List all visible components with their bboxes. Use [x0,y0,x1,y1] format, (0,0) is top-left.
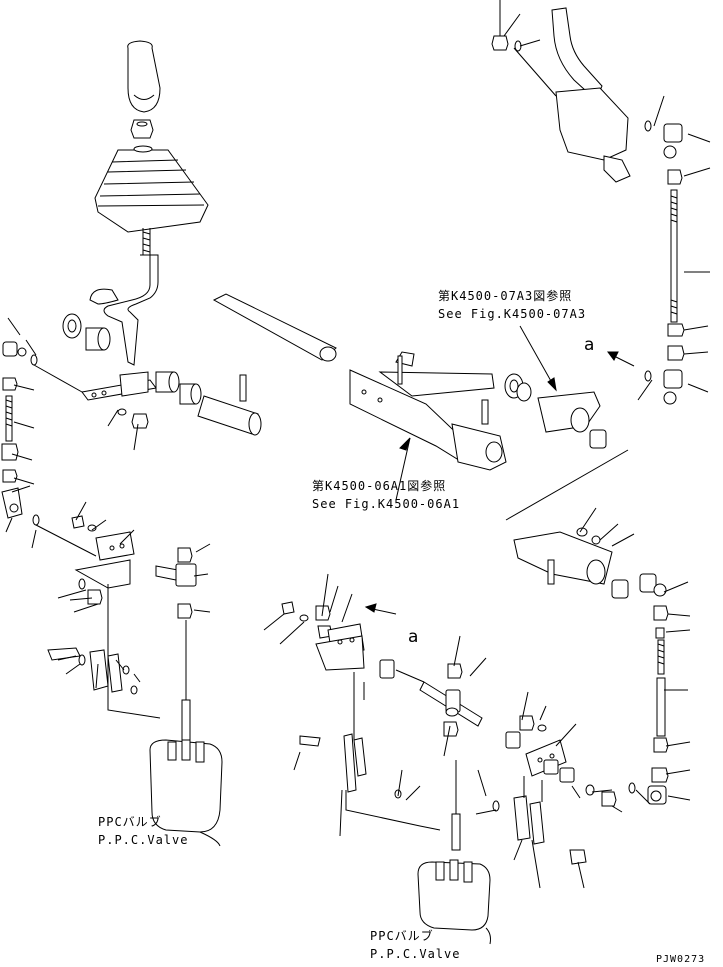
pin-plate-left [47,647,138,695]
lever-bracket [81,371,157,401]
long-shaft [212,293,337,362]
center-bracket [281,601,395,679]
top-right-lever [491,0,631,183]
right-lower-bracket [492,715,636,865]
marker-a-lower: a [408,627,418,647]
lever-boot [94,145,209,233]
leader-lines [5,13,711,889]
ref-07a3-en: See Fig.K4500-07A3 [438,307,586,321]
lever-lower-bracket [71,515,197,619]
reference-arrows [364,325,635,615]
link-rod-left [107,584,191,741]
lever-knob [127,40,161,113]
ref-07a3-jp: 第K4500-07A3図参照 [438,288,572,303]
ppc-valve-left-jp: PPCバルブ [98,814,162,829]
ppc-valve-left [149,739,223,847]
ppc-valve-left-en: P.P.C.Valve [98,833,188,847]
bushing [62,313,202,405]
right-rod-top [644,120,685,405]
drawing-code: PJW0273 [656,954,705,965]
shaft-short [197,374,262,436]
right-rod-bottom [647,605,669,805]
ppc-valve-right-jp: PPCバルブ [370,928,434,943]
ref-06a1-en: See Fig.K4500-06A1 [312,497,460,511]
center-pin-plate [299,672,441,831]
right-middle-shaft [505,449,667,599]
ring-and-bushing [504,373,607,449]
lever-rod [89,228,159,366]
ppc-valve-right-en: P.P.C.Valve [370,947,460,961]
center-link-rod [395,663,483,737]
ball-joint-left [1,341,149,557]
ppc-valve-right [417,760,491,945]
marker-a-upper: a [584,335,594,355]
nut [130,119,154,139]
ref-06a1-jp: 第K4500-06A1図参照 [312,478,446,493]
lever-plate [349,351,507,471]
